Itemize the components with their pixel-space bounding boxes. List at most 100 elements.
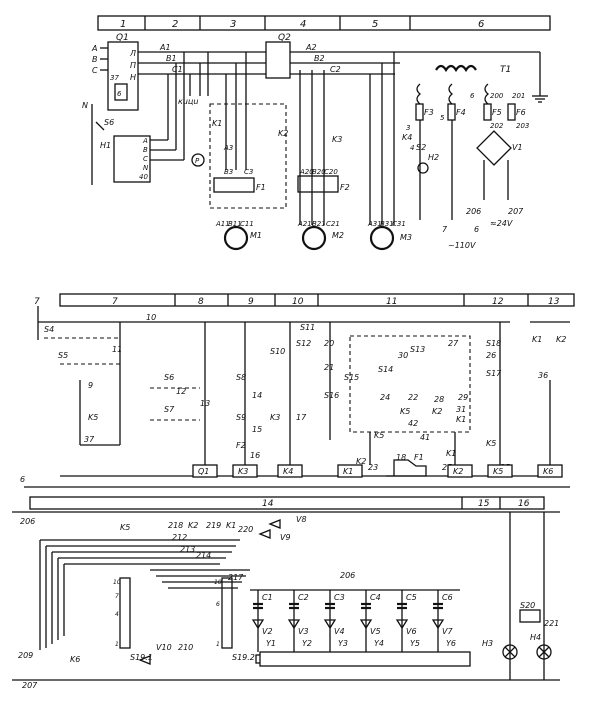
svg-text:F5: F5 [492,108,502,117]
svg-text:K3: K3 [238,467,248,476]
phase-b: B [92,55,98,64]
capacitor-label: C5 [406,593,417,602]
svg-text:C31: C31 [392,220,406,228]
svg-text:K4: K4 [402,133,412,142]
clutch-label: Y1 [266,639,276,648]
svg-text:K2: K2 [356,457,366,466]
svg-text:26: 26 [486,351,496,360]
h1-col6: 6 [478,19,484,30]
svg-text:C1: C1 [172,65,183,74]
svg-text:K5: K5 [400,407,410,416]
diode-label: V4 [334,627,345,636]
svg-text:S12: S12 [296,339,311,348]
svg-text:12: 12 [176,387,186,396]
svg-text:A: A [142,137,148,145]
svg-text:B: B [143,146,148,154]
svg-text:K3: K3 [270,413,280,422]
svg-text:20: 20 [324,339,334,348]
diode-icon [323,619,337,630]
svg-text:A2: A2 [305,43,317,52]
svg-text:K1: K1 [226,521,236,530]
svg-text:C3: C3 [244,168,253,176]
svg-text:S19.2: S19.2 [232,653,255,662]
svg-text:V10: V10 [156,643,172,652]
svg-text:V9: V9 [280,533,291,542]
svg-text:S2: S2 [416,143,426,152]
svg-text:6: 6 [216,601,220,608]
svg-text:B31: B31 [380,220,394,228]
dc-clutch-circuit: 206 207 209 K5 218 K2 219 K1 220 V8 V9 2… [12,511,560,690]
svg-text:8: 8 [198,297,204,307]
svg-text:S10: S10 [270,347,285,356]
svg-text:7: 7 [34,297,40,307]
svg-text:K6: K6 [70,655,80,664]
svg-text:B1: B1 [166,54,177,63]
svg-text:S4: S4 [44,325,54,334]
svg-text:S6: S6 [164,373,174,382]
svg-text:14: 14 [252,391,262,400]
svg-text:C: C [143,155,148,163]
svg-text:F6: F6 [516,108,526,117]
diode-label: V6 [406,627,417,636]
svg-text:7: 7 [115,593,119,600]
svg-text:9: 9 [248,297,254,307]
svg-text:6: 6 [117,90,122,98]
svg-text:H2: H2 [428,153,439,162]
svg-text:14: 14 [262,499,274,509]
svg-text:28: 28 [434,395,444,404]
power-circuit: Q1 6 37 Л П Н A B C A1 B1 C1 кuцu N S6 H… [82,33,548,251]
header-bar-3: 14 15 16 [29,496,545,510]
svg-text:12: 12 [492,297,504,307]
svg-text:3: 3 [406,124,410,132]
svg-text:K2: K2 [278,129,288,138]
svg-text:5: 5 [440,114,445,122]
svg-text:21: 21 [324,363,334,372]
svg-text:S6: S6 [104,118,114,127]
svg-text:C11: C11 [240,220,254,228]
svg-text:B2: B2 [314,54,325,63]
capacitor-label: C4 [370,593,381,602]
svg-text:218: 218 [168,521,183,530]
svg-text:Q1: Q1 [198,467,209,476]
svg-text:4: 4 [410,144,414,152]
svg-text:K5: K5 [486,439,496,448]
diode-icon [395,619,409,630]
svg-text:N: N [82,101,88,110]
svg-text:F3: F3 [424,108,434,117]
svg-text:M2: M2 [332,231,344,240]
h1-col1: 1 [120,19,126,30]
svg-text:214: 214 [196,551,211,560]
svg-text:M3: M3 [400,233,412,242]
svg-text:212: 212 [172,533,187,542]
svg-text:1: 1 [216,641,220,648]
svg-text:S8: S8 [236,373,246,382]
svg-text:207: 207 [22,681,38,690]
clutch-label: Y2 [302,639,312,648]
svg-text:A3: A3 [223,144,233,152]
svg-text:10: 10 [292,297,304,307]
svg-text:Н: Н [130,73,136,82]
svg-text:10: 10 [113,579,121,586]
svg-text:16: 16 [250,451,260,460]
svg-text:4: 4 [115,611,119,618]
svg-text:C21: C21 [326,220,340,228]
svg-text:K2: K2 [432,407,442,416]
svg-text:K5: K5 [120,523,130,532]
svg-text:27: 27 [448,339,459,348]
svg-text:K5: K5 [88,413,98,422]
svg-text:207: 207 [508,207,524,216]
svg-text:F1: F1 [414,453,424,462]
h1-col5: 5 [372,19,378,30]
svg-text:10: 10 [146,313,156,322]
q1-label: Q1 [116,33,129,43]
svg-text:25: 25 [442,463,452,472]
svg-text:C2: C2 [330,65,341,74]
svg-text:V8: V8 [296,515,307,524]
control-circuit: 10 6 S4 S5 11 9 K5 37 S6 12 S7 13 Q1 S8 … [20,306,570,488]
svg-text:A11: A11 [215,220,230,228]
svg-text:S18: S18 [486,339,501,348]
diode-icon [251,619,265,630]
svg-text:F4: F4 [456,108,466,117]
clutch-label: Y4 [374,639,384,648]
